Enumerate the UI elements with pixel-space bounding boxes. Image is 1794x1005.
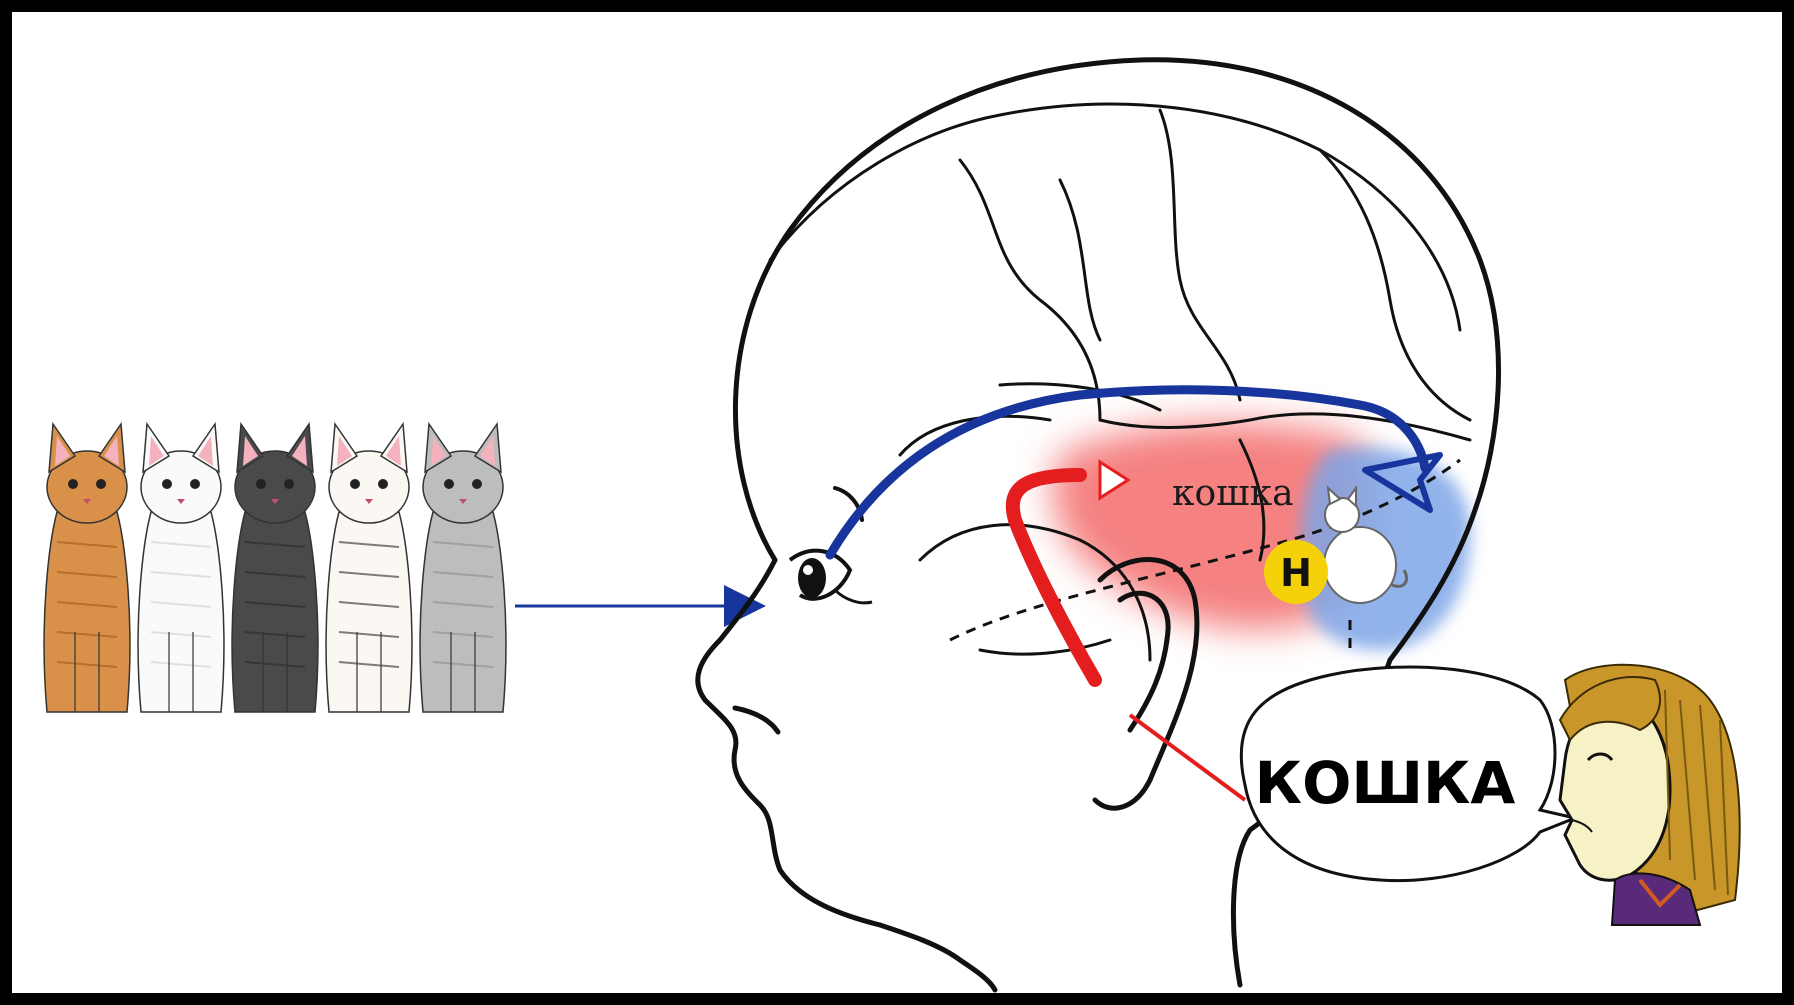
brain-word-label: кошка [1172, 473, 1294, 514]
speech-bubble: КОШКА [1241, 667, 1575, 881]
node-badge: Н [1264, 540, 1328, 604]
speech-word-label: КОШКА [1255, 749, 1516, 817]
node-badge-letter: Н [1280, 551, 1312, 595]
cat-black [232, 424, 318, 712]
cat-grey [420, 424, 506, 712]
brain-regions [1052, 422, 1470, 650]
cat-calico [326, 424, 412, 712]
cat-white [138, 424, 224, 712]
cats-group [44, 424, 506, 712]
speaker-woman [1560, 665, 1740, 925]
cat-orange-tabby [44, 424, 130, 712]
